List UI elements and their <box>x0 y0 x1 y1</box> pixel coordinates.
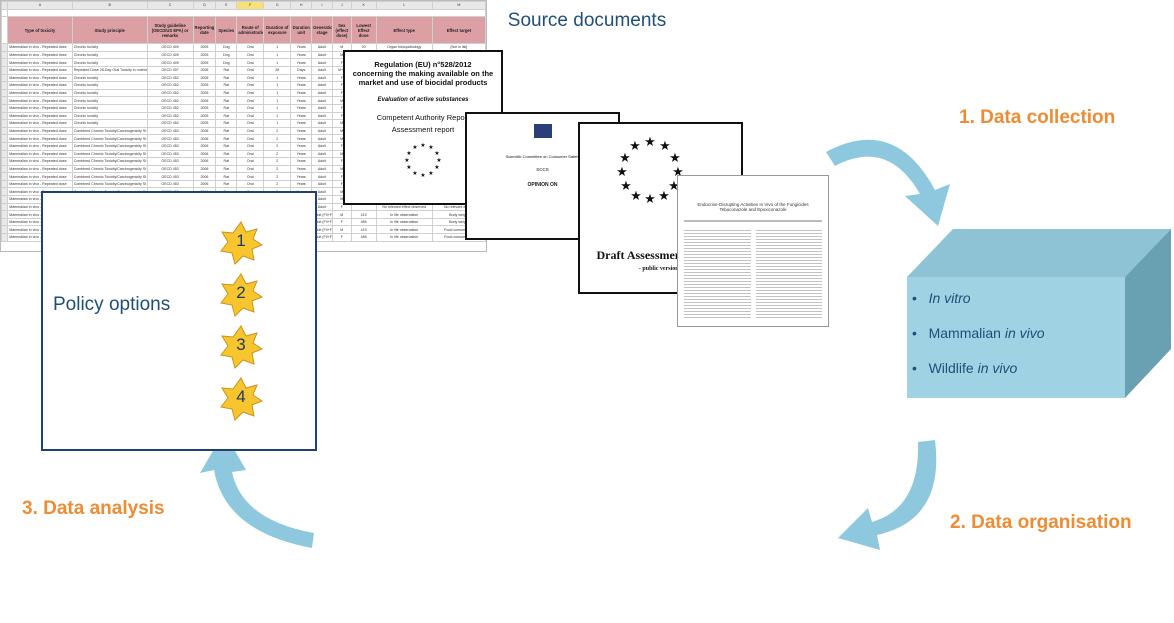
star-icon <box>220 377 263 421</box>
doc-regulation-car: Competent Authority Report <box>376 113 470 122</box>
svg-text:★: ★ <box>436 157 441 164</box>
policy-option-3: 3 <box>219 325 263 369</box>
svg-text:★: ★ <box>406 164 411 171</box>
table-cell: In life observation <box>375 233 433 242</box>
star-icon <box>220 325 263 369</box>
svg-text:★: ★ <box>672 165 684 180</box>
svg-text:★: ★ <box>404 157 409 164</box>
doc-regulation-line1: Regulation (EU) n°528/2012 <box>374 60 472 69</box>
svg-text:★: ★ <box>669 151 681 166</box>
doc-paper: Endocrine-Disrupting Activities In Vivo … <box>677 175 829 327</box>
cube-item-wildlife: • Wildlife in vivo <box>912 360 1018 376</box>
step-data-collection: 1. Data collection <box>959 107 1116 128</box>
eu-flag-icon <box>533 124 552 138</box>
policy-option-number: 4 <box>236 387 246 406</box>
header-cell: Type of toxicity <box>7 16 73 45</box>
policy-option-1: 1 <box>219 221 263 265</box>
policy-option-number: 2 <box>236 283 246 302</box>
doc-sccs-acronym: SCCS <box>536 167 549 172</box>
svg-text:★: ★ <box>412 170 417 177</box>
svg-text:★: ★ <box>619 151 631 166</box>
svg-text:★: ★ <box>659 139 671 154</box>
header-cell: Study guideline (OECD/US EPA) or remarks <box>146 16 194 45</box>
doc-paper-body <box>684 230 822 320</box>
svg-text:★: ★ <box>616 165 628 180</box>
svg-text:★: ★ <box>620 179 632 194</box>
svg-text:★: ★ <box>644 192 656 204</box>
arrow-analysis <box>200 432 314 548</box>
policy-option-2: 2 <box>219 273 263 317</box>
cube-item-mammalian: • Mammalian in vivo <box>912 325 1045 341</box>
svg-text:★: ★ <box>420 172 425 179</box>
svg-text:★: ★ <box>630 189 642 204</box>
svg-text:★: ★ <box>668 179 680 194</box>
doc-regulation-assessment: Assessment report <box>391 125 455 134</box>
header-cell: Duration of exposure <box>263 16 292 45</box>
doc-paper-title: Endocrine-Disrupting Activities In Vivo … <box>697 202 809 212</box>
database-cube <box>907 229 1171 398</box>
doc-regulation-line3: market and use of biocidal products <box>358 78 488 87</box>
star-icon <box>220 221 263 265</box>
header-cell: Route of administration <box>236 16 265 45</box>
header-cell: Generation/Life stage <box>311 16 333 45</box>
arrow-organisation <box>838 440 937 550</box>
doc-sccs-opinion: OPINION ON <box>527 182 558 188</box>
doc-sccs-committee: Scientific Committee on Consumer Safety <box>505 154 580 159</box>
header-cell: Study principle <box>71 16 148 45</box>
svg-text:★: ★ <box>406 150 411 157</box>
svg-text:★: ★ <box>644 135 656 150</box>
header-cell: Duration unit <box>290 16 313 45</box>
doc-regulation-line2: concerning the making available on the <box>352 69 494 78</box>
svg-text:★: ★ <box>428 170 433 177</box>
eu-stars-icon: ★★★★★★★★★★★★ <box>404 142 441 179</box>
cube-item-in-vitro: • In vitro <box>912 290 971 306</box>
policy-option-number: 3 <box>236 335 246 354</box>
svg-text:★: ★ <box>434 164 439 171</box>
doc-regulation-subtitle: Evaluation of active substances <box>377 97 469 103</box>
step-data-organisation: 2. Data organisation <box>950 512 1132 533</box>
svg-text:★: ★ <box>412 144 417 151</box>
svg-text:★: ★ <box>428 144 433 151</box>
header-cell: Species <box>215 16 238 45</box>
diagram-title: Source documents <box>507 10 667 31</box>
policy-option-4: 4 <box>219 377 263 421</box>
step-data-analysis: 3. Data analysis <box>22 498 165 519</box>
policy-option-number: 1 <box>236 231 246 250</box>
eu-stars-icon: ★★★★★★★★★★★★ <box>616 135 684 204</box>
doc-dar-subtitle: - public version - <box>638 266 683 272</box>
policy-options-box <box>41 191 317 451</box>
header-cell: Reporting date <box>192 16 217 45</box>
header-cell: Sex (effect dose) <box>331 16 352 45</box>
svg-text:★: ★ <box>629 139 641 154</box>
header-cell: Effect target <box>431 16 486 45</box>
header-cell: Effect type <box>375 16 433 45</box>
svg-text:★: ★ <box>658 189 670 204</box>
svg-text:★: ★ <box>434 150 439 157</box>
arrow-collection <box>826 139 950 226</box>
header-cell: Lowest Effect dose <box>350 16 377 45</box>
policy-options-label: Policy options <box>53 294 171 315</box>
svg-text:★: ★ <box>420 142 425 149</box>
star-icon <box>220 273 263 317</box>
